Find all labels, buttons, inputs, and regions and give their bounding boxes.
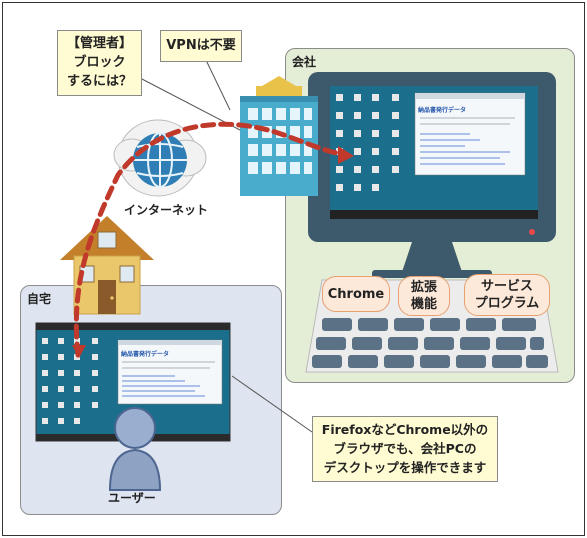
service-bubble-line-1: サービス	[480, 279, 533, 294]
extension-bubble-line-2: 機能	[410, 297, 437, 312]
no-vpn-callout: VPNは不要	[160, 30, 242, 62]
no-vpn-text: VPNは不要	[166, 38, 236, 53]
path-arrow-home	[72, 345, 86, 358]
browser-note-callout: FirefoxなどChrome以外の ブラウザでも、会社PCの デスクトップを操…	[312, 416, 498, 482]
user-label: ユーザー	[108, 491, 156, 505]
office-title: 会社	[292, 55, 317, 69]
browser-note-line-1: FirefoxなどChrome以外の	[321, 422, 489, 437]
browser-note-line-2: ブラウザでも、会社PCの	[333, 441, 477, 456]
admin-callout-line-1: 【管理者】	[66, 36, 132, 51]
internet-label: インターネット	[124, 203, 209, 217]
user-icon	[108, 407, 162, 491]
office-screen-doc-title: 納品書発行データ	[418, 106, 466, 114]
chrome-bubble-label: Chrome	[327, 286, 385, 302]
browser-note-line-3: デスクトップを操作できます	[323, 460, 487, 475]
browser-callout-pointer	[231, 375, 313, 433]
admin-block-callout: 【管理者】 ブロック するには？	[57, 30, 142, 96]
home-title: 自宅	[27, 292, 52, 306]
internet-globe-icon	[113, 119, 207, 197]
chrome-bubble: Chrome	[322, 276, 390, 312]
office-building-icon	[240, 76, 318, 196]
service-program-bubble: サービス プログラム	[464, 274, 550, 316]
admin-callout-line-3: するには？	[66, 74, 132, 89]
path-arrow-office	[338, 146, 354, 164]
office-monitor-icon	[308, 72, 556, 278]
vpn-callout-pointer	[204, 57, 231, 111]
house-icon	[60, 216, 154, 315]
home-screen-doc-title: 納品書発行データ	[121, 350, 169, 358]
admin-callout-pointer	[139, 77, 241, 131]
remote-connection-path	[73, 121, 348, 358]
service-bubble-line-2: プログラム	[474, 296, 540, 311]
extension-bubble: 拡張 機能	[398, 276, 450, 316]
extension-bubble-line-1: 拡張	[410, 280, 437, 295]
admin-callout-line-2: ブロック	[73, 55, 126, 70]
